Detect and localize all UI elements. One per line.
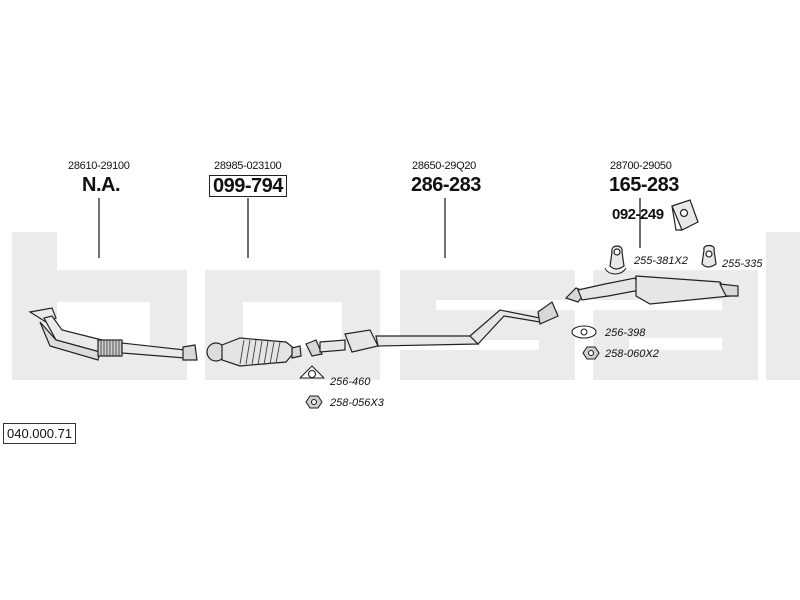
diagram-code-box: 040.000.71 [3, 423, 77, 444]
part-number-1[interactable]: N.A. [82, 174, 121, 196]
rear-silencer-part[interactable] [564, 275, 739, 305]
accessory-label-4: 255-335 [722, 258, 763, 270]
accessory-label-1: 256-460 [330, 376, 371, 388]
accessory-label-6: 258-060X2 [605, 348, 659, 360]
catalytic-converter-part[interactable] [206, 337, 302, 367]
mount-part-number[interactable]: 092-249 [612, 206, 664, 223]
gasket-icon-2 [571, 325, 597, 339]
accessory-label-3: 255-381X2 [634, 255, 688, 267]
oem-number-part-4: 28700-29050 [610, 160, 672, 172]
accessory-label-2: 258-056X3 [330, 397, 384, 409]
nut-icon [305, 395, 323, 409]
oem-number-part-3: 28650-29Q20 [412, 160, 476, 172]
oem-number-part-1: 28610-29100 [68, 160, 130, 172]
part-number-2[interactable]: 099-794 [209, 175, 287, 197]
accessory-label-5: 256-398 [605, 327, 646, 339]
leader-lines [98, 198, 641, 258]
oem-number-part-2: 28985-023100 [214, 160, 282, 172]
gasket-icon [299, 365, 325, 379]
bosal-watermark-logo [12, 232, 800, 380]
part-number-4[interactable]: 165-283 [609, 174, 679, 196]
middle-silencer-part[interactable] [305, 301, 559, 357]
nut-icon-2 [582, 346, 600, 360]
rubber-hanger-icon-2[interactable] [701, 244, 717, 268]
front-pipe-part[interactable] [28, 307, 198, 361]
rubber-hanger-icon[interactable] [604, 245, 627, 275]
mounting-bracket-icon[interactable] [671, 199, 699, 231]
part-number-3[interactable]: 286-283 [411, 174, 481, 196]
